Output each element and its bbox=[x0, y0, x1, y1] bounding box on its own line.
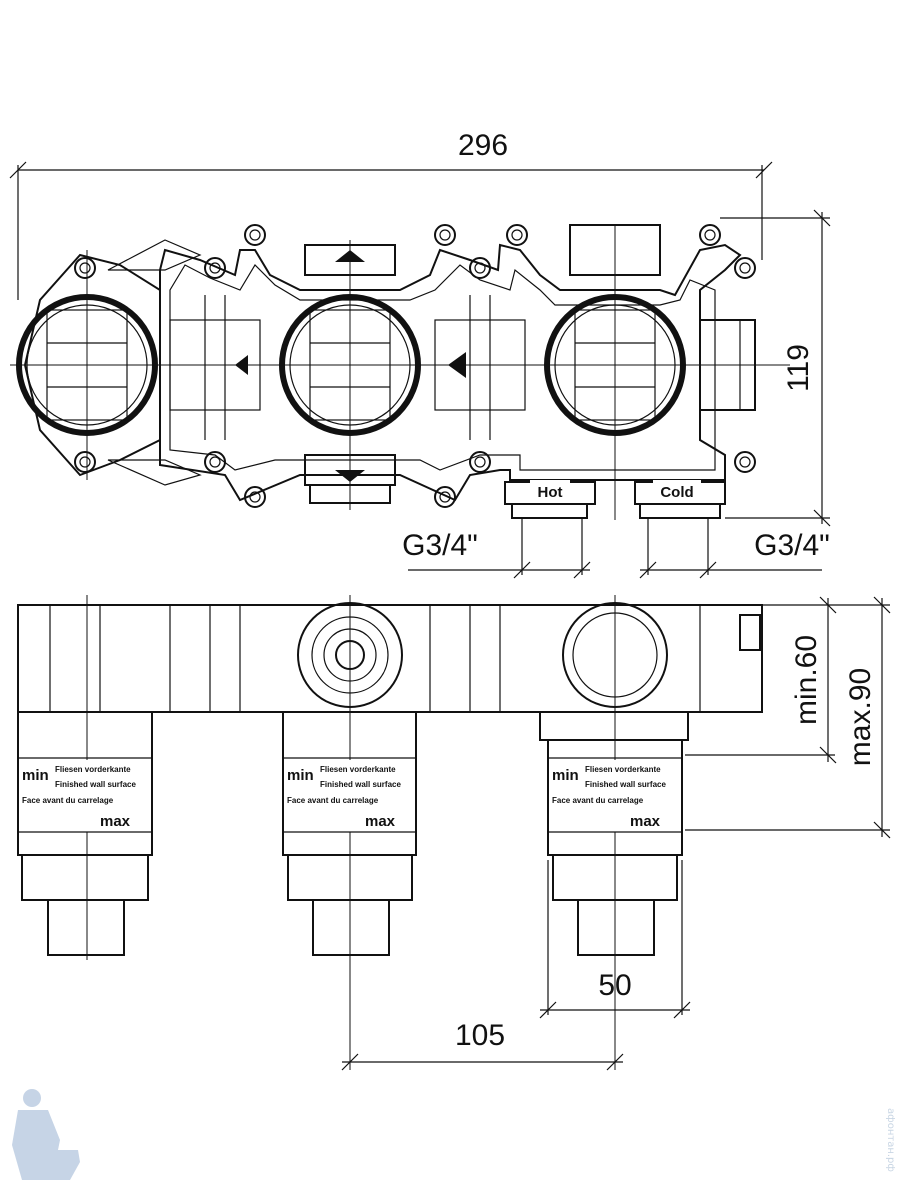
svg-text:Finished wall surface: Finished wall surface bbox=[320, 780, 401, 789]
svg-text:Finished wall surface: Finished wall surface bbox=[55, 780, 136, 789]
cartridges bbox=[17, 711, 689, 956]
svg-text:Fliesen vorderkante: Fliesen vorderkante bbox=[320, 765, 396, 774]
svg-text:max: max bbox=[365, 813, 396, 830]
port-label-cold: Cold bbox=[660, 484, 693, 501]
svg-text:max: max bbox=[100, 813, 131, 830]
dimension-105: 105 bbox=[455, 1019, 505, 1052]
check-valves bbox=[169, 295, 526, 440]
svg-text:Face avant du carrelage: Face avant du carrelage bbox=[552, 796, 644, 805]
dimension-119: 119 bbox=[782, 344, 815, 392]
port-label-hot: Hot bbox=[538, 484, 563, 501]
svg-text:Fliesen vorderkante: Fliesen vorderkante bbox=[585, 765, 661, 774]
valve-body-side-view: min Fliesen vorderkante Finished wall su… bbox=[17, 595, 763, 1070]
depth-label-center: min Fliesen vorderkante Finished wall su… bbox=[283, 757, 416, 833]
dimension-296: 296 bbox=[458, 129, 508, 162]
dimension-max-90: max.90 bbox=[844, 668, 877, 766]
depth-label-left: min Fliesen vorderkante Finished wall su… bbox=[18, 757, 152, 833]
mounting-holes bbox=[74, 224, 756, 508]
svg-text:Face avant du carrelage: Face avant du carrelage bbox=[287, 796, 379, 805]
svg-text:min: min bbox=[552, 767, 579, 784]
dimension-inlet-right: G3/4" bbox=[754, 529, 830, 562]
dimension-overall-width: 296 bbox=[9, 129, 773, 300]
depth-label-right: min Fliesen vorderkante Finished wall su… bbox=[548, 757, 682, 833]
svg-text:min: min bbox=[287, 767, 314, 784]
svg-text:max: max bbox=[630, 813, 661, 830]
dimension-min-60: min.60 bbox=[790, 635, 823, 725]
dimension-inlets: G3/4" G3/4" bbox=[402, 518, 830, 579]
svg-text:Fliesen vorderkante: Fliesen vorderkante bbox=[55, 765, 131, 774]
valve-body-top-view: Hot Cold bbox=[10, 224, 790, 520]
watermark: афонтан.рф bbox=[885, 1108, 896, 1172]
dimension-depth: min.60 max.90 bbox=[685, 596, 891, 839]
dimension-height: 119 bbox=[720, 209, 831, 527]
svg-text:Finished wall surface: Finished wall surface bbox=[585, 780, 666, 789]
dimension-inlet-left: G3/4" bbox=[402, 529, 478, 562]
svg-text:min: min bbox=[22, 767, 49, 784]
svg-text:Face avant du carrelage: Face avant du carrelage bbox=[22, 796, 114, 805]
dimension-50: 50 bbox=[598, 969, 631, 1002]
dimension-bottom: 50 105 bbox=[341, 860, 691, 1071]
plumber-logo bbox=[12, 1089, 80, 1180]
